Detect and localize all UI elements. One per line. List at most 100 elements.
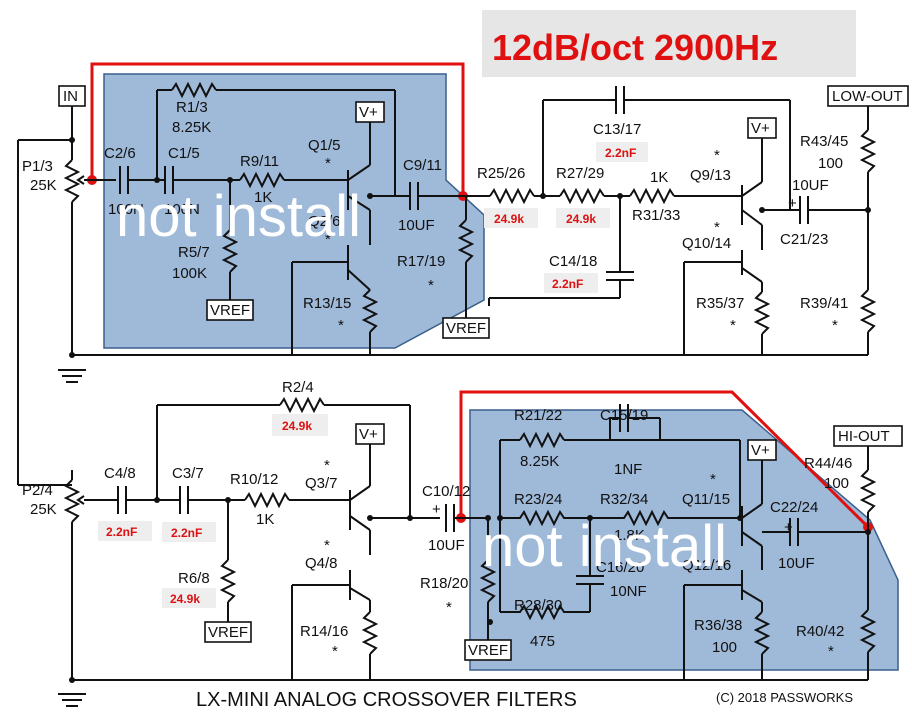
r10-value: 1K — [256, 511, 274, 528]
r28-label: R28/30 — [514, 597, 562, 614]
vplus-box — [355, 423, 385, 445]
low-out-label: LOW-OUT — [832, 88, 903, 105]
vref-box — [206, 299, 254, 321]
q9-star: * — [714, 147, 720, 164]
r2-value: 24.9k — [282, 419, 312, 433]
junctions — [69, 137, 871, 683]
top-labels: P1/3 25K C2/6 100N C1/5 100N R1/3 8.25K … — [22, 99, 848, 334]
r5-label: R5/7 — [178, 244, 210, 261]
c16-value: 10NF — [610, 583, 647, 600]
r13-star: * — [338, 317, 344, 334]
c22-label: C22/24 — [770, 499, 818, 516]
bottom-labels: P2/4 25K C4/8 2.2nF C3/7 2.2nF R2/4 24.9… — [22, 379, 852, 660]
copyright: (C) 2018 PASSWORKS — [716, 690, 853, 705]
r18-star: * — [446, 599, 452, 616]
c2-value: 100N — [108, 201, 144, 218]
vplus-box — [355, 101, 385, 123]
c16-label: C16/20 — [596, 559, 644, 576]
vref-label: VREF — [210, 302, 250, 319]
c15-label: C15/19 — [600, 407, 648, 424]
vplus-box — [747, 117, 777, 139]
bottom-wiring — [58, 396, 877, 707]
r1-value: 8.25K — [172, 119, 211, 136]
p1-value: 25K — [30, 177, 57, 194]
r13-label: R13/15 — [303, 295, 351, 312]
r25-value: 24.9k — [494, 212, 524, 226]
vplus-box — [747, 439, 777, 461]
c22-plus: + — [784, 519, 793, 536]
q10-label: Q10/14 — [682, 235, 731, 252]
r14-label: R14/16 — [300, 623, 348, 640]
r2-value-tag — [272, 414, 328, 436]
vref-box — [464, 639, 512, 661]
header-banner — [482, 10, 856, 77]
r31-label: R31/33 — [632, 207, 680, 224]
r31-value: 1K — [650, 169, 668, 186]
c2-label: C2/6 — [104, 145, 136, 162]
q1-star: * — [325, 155, 331, 172]
c21-label: C21/23 — [780, 231, 828, 248]
vplus-label: V+ — [359, 426, 378, 443]
in-port — [58, 85, 86, 107]
schematic-title: LX-MINI ANALOG CROSSOVER FILTERS — [196, 689, 577, 711]
c9-label: C9/11 — [403, 157, 442, 174]
not-install-text-bottom: not install — [482, 514, 727, 579]
vref-box — [442, 317, 490, 339]
r27-label: R27/29 — [556, 165, 604, 182]
q11-label: Q11/15 — [682, 491, 730, 508]
r14-star: * — [332, 643, 338, 660]
hi-out-label: HI-OUT — [838, 428, 890, 445]
r6-label: R6/8 — [178, 570, 210, 587]
vref-label: VREF — [468, 642, 508, 659]
r1-label: R1/3 — [176, 99, 208, 116]
q12-label: Q12/16 — [682, 557, 731, 574]
r9-label: R9/11 — [240, 153, 279, 170]
r6-value-tag — [162, 588, 216, 608]
r28-value: 475 — [530, 633, 555, 650]
p1-label: P1/3 — [22, 158, 53, 175]
in-port-label: IN — [63, 88, 78, 105]
c3-label: C3/7 — [172, 465, 204, 482]
r43-label: R43/45 — [800, 133, 848, 150]
r2-label: R2/4 — [282, 379, 314, 396]
r32-value: 1.8K — [614, 527, 645, 544]
r9-value: 1K — [254, 189, 272, 206]
vplus-label: V+ — [751, 442, 770, 459]
c4-value-tag — [98, 521, 152, 541]
vref-box — [204, 621, 252, 643]
r17-label: R17/19 — [397, 253, 445, 270]
c3-value: 2.2nF — [171, 526, 202, 540]
r27-value-tag — [556, 208, 610, 228]
r40-star: * — [828, 643, 834, 660]
top-wiring — [17, 81, 877, 486]
c1-value: 100N — [164, 201, 200, 218]
r40-label: R40/42 — [796, 623, 844, 640]
r36-label: R36/38 — [694, 617, 742, 634]
r39-star: * — [832, 317, 838, 334]
q10-star: * — [714, 219, 720, 236]
q11-star: * — [710, 471, 716, 488]
r35-label: R35/37 — [696, 295, 744, 312]
bypass-route-bottom — [459, 390, 870, 529]
c3-value-tag — [162, 522, 216, 542]
c10-label: C10/12 — [422, 483, 470, 500]
c13-value-tag — [596, 142, 648, 162]
r23-label: R23/24 — [514, 491, 562, 508]
c22-value: 10UF — [778, 555, 815, 572]
low-out-port — [827, 85, 909, 107]
not-install-text-top: not install — [116, 184, 361, 249]
r25-label: R25/26 — [477, 165, 525, 182]
c1-label: C1/5 — [168, 145, 200, 162]
c10-value: 10UF — [428, 537, 465, 554]
r18-label: R18/20 — [420, 575, 468, 592]
c4-label: C4/8 — [104, 465, 136, 482]
c9-value: 10UF — [398, 217, 435, 234]
c14-label: C14/18 — [549, 253, 597, 270]
bypass-route-top — [90, 62, 465, 196]
r17-star: * — [428, 277, 434, 294]
q3-star: * — [324, 457, 330, 474]
r21-label: R21/22 — [514, 407, 562, 424]
p2-value: 25K — [30, 501, 57, 518]
